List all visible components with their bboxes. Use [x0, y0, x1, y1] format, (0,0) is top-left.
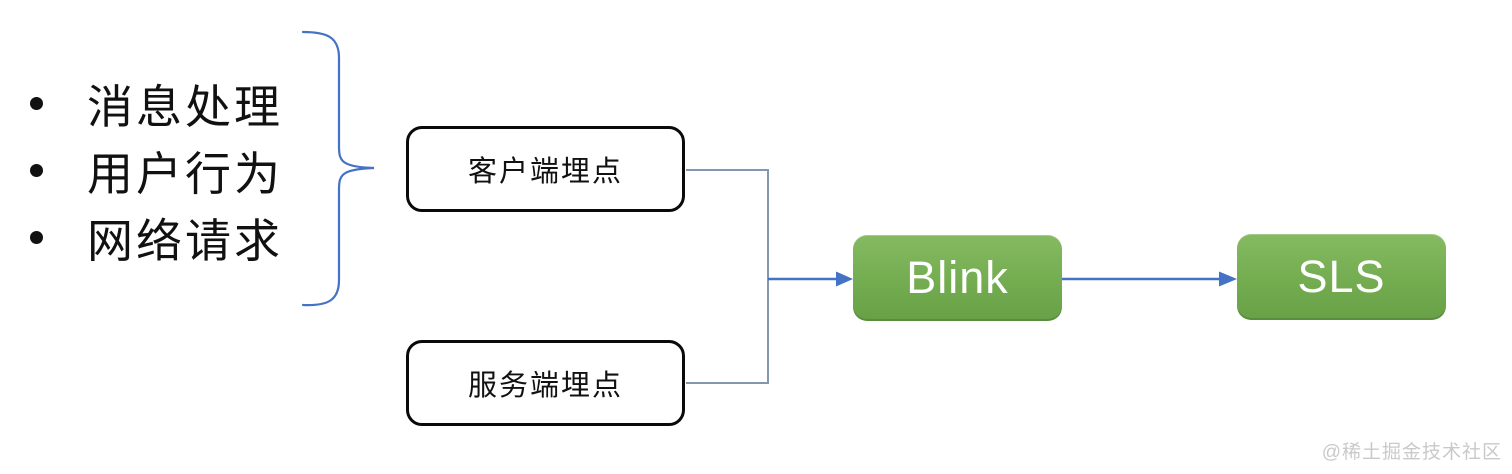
elbow-connector — [686, 169, 769, 384]
list-item: 用户行为 — [24, 137, 324, 204]
sls-node-label: SLS — [1297, 251, 1386, 302]
list-item-label: 网络请求 — [87, 214, 283, 267]
client-tracking-label: 客户端埋点 — [467, 156, 623, 188]
list-item-label: 消息处理 — [87, 80, 283, 133]
blink-node-label: Blink — [906, 252, 1009, 303]
sls-node: SLS — [1237, 234, 1446, 320]
bullet-icon — [30, 164, 43, 177]
list-item-label: 用户行为 — [87, 147, 283, 200]
watermark: @稀土掘金技术社区 — [1321, 442, 1502, 463]
arrow-to-blink-head — [836, 271, 853, 287]
list-item: 网络请求 — [24, 204, 324, 271]
list-item: 消息处理 — [24, 70, 324, 137]
bullet-icon — [30, 97, 43, 110]
bullet-icon — [30, 231, 43, 244]
arrow-blink-to-sls-head — [1219, 271, 1237, 287]
client-tracking-box: 客户端埋点 — [406, 126, 685, 212]
server-tracking-box: 服务端埋点 — [406, 340, 685, 426]
event-types-list: 消息处理 用户行为 网络请求 — [24, 70, 324, 271]
curly-brace — [301, 30, 375, 307]
blink-node: Blink — [853, 235, 1062, 321]
server-tracking-label: 服务端埋点 — [467, 370, 623, 402]
